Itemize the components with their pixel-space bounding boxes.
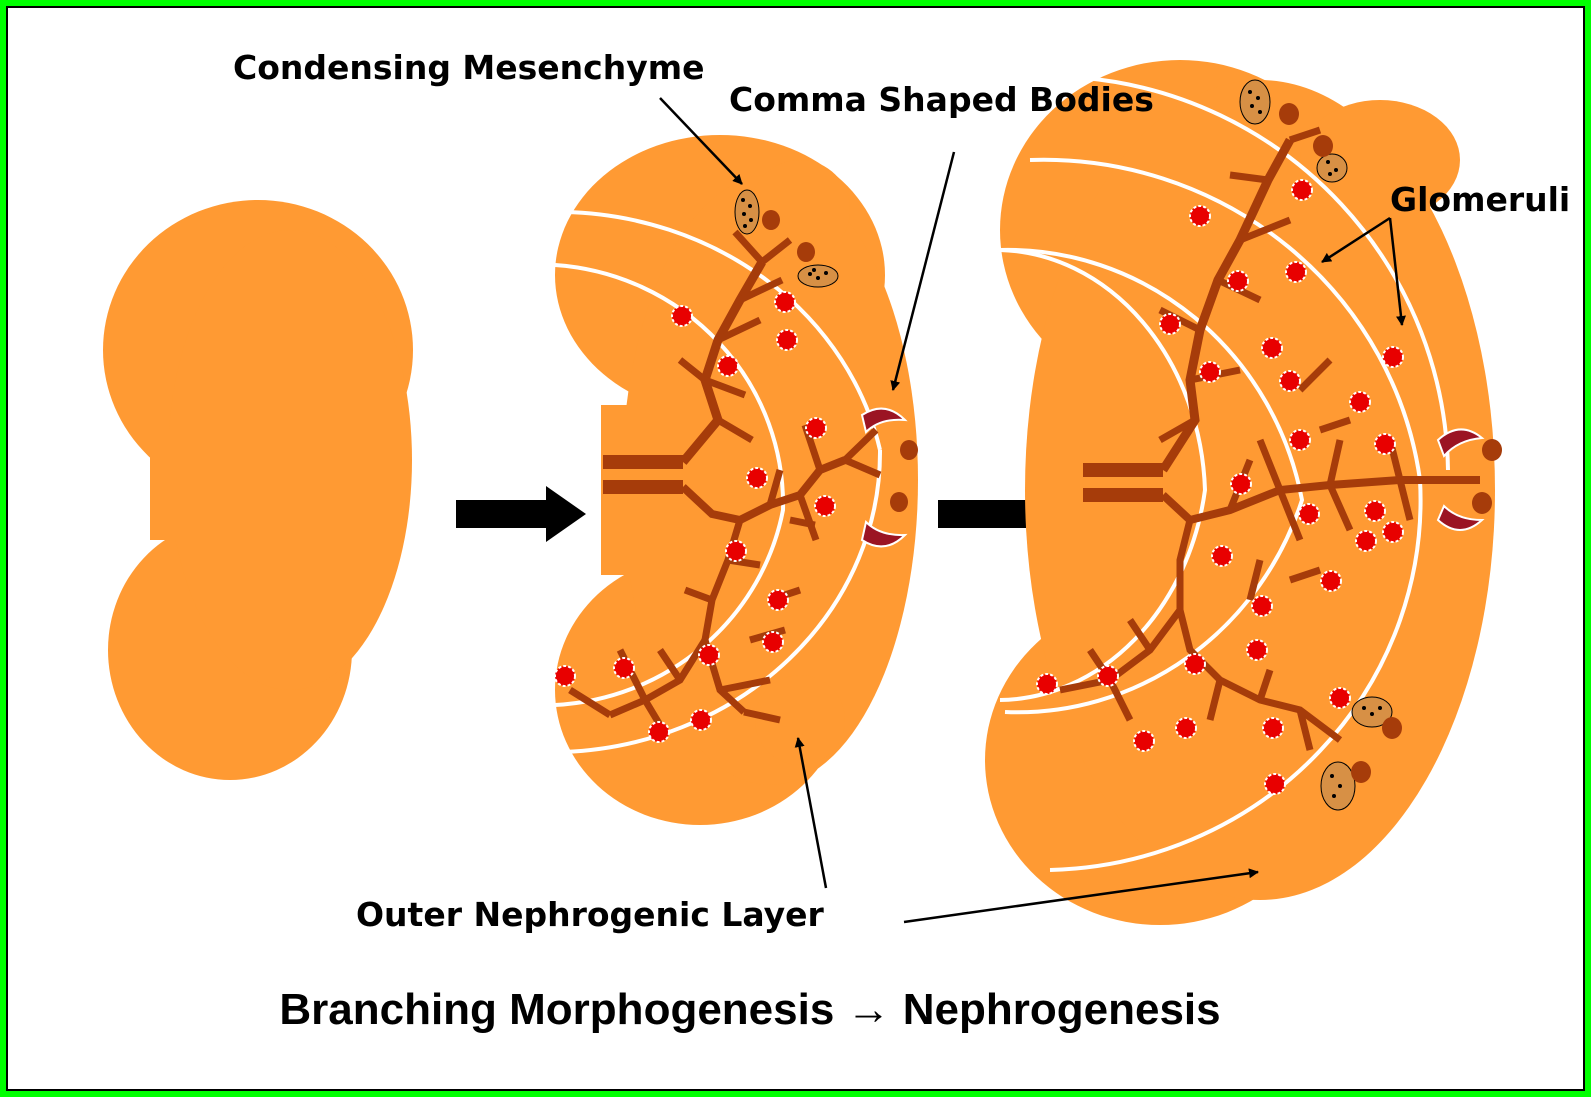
label-glomeruli: Glomeruli (1390, 180, 1570, 219)
label-outer-nephrogenic-layer: Outer Nephrogenic Layer (356, 895, 824, 934)
label-comma-shaped-bodies: Comma Shaped Bodies (729, 80, 1154, 119)
stage-arrow-1 (456, 486, 586, 542)
label-condensing-mesenchyme: Condensing Mesenchyme (233, 48, 705, 87)
kidney-stage-early (103, 200, 413, 780)
diagram-title: Branching Morphogenesis → Nephrogenesis (0, 985, 1500, 1035)
kidney-stage-branching (555, 135, 918, 825)
arrow-comma-shaped-bodies (893, 152, 954, 390)
